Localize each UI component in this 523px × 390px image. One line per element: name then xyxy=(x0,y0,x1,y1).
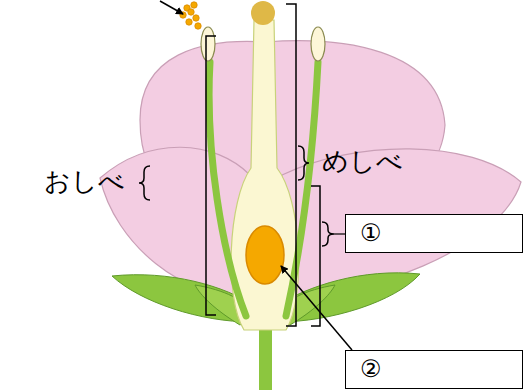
anther xyxy=(311,27,325,61)
callout-number: ① xyxy=(360,219,382,248)
ovule xyxy=(246,226,284,284)
ovary-leader xyxy=(334,233,345,234)
pollen xyxy=(180,2,201,29)
brace xyxy=(139,166,150,200)
answer-box: ① xyxy=(345,214,523,253)
brace xyxy=(298,146,309,180)
filament xyxy=(209,62,246,316)
part-name: めしべ xyxy=(322,146,403,177)
ovule-leader xyxy=(281,266,352,350)
part-name: おしべ xyxy=(44,166,125,197)
anther xyxy=(201,27,215,61)
pollen-leader xyxy=(160,1,183,14)
ovary-bracket xyxy=(311,186,320,326)
stigma xyxy=(251,1,275,25)
stamen-bracket xyxy=(206,36,216,315)
brace xyxy=(322,222,334,246)
callout-number: ② xyxy=(360,355,382,384)
answer-box: ② xyxy=(345,350,523,389)
pistil xyxy=(231,20,299,330)
